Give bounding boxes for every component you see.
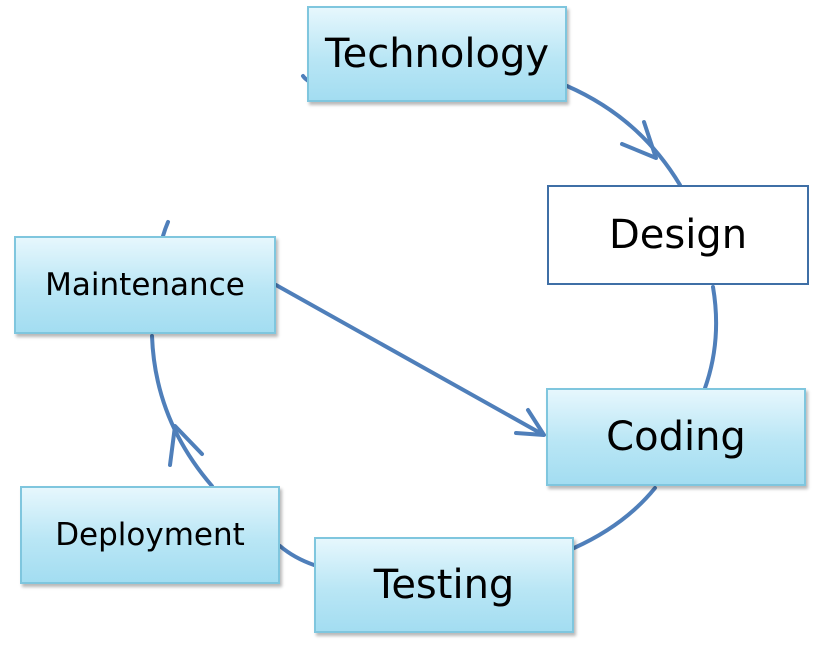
node-deployment: Deployment (20, 486, 280, 584)
arrow-maintenance-to-coding (274, 283, 544, 436)
arc-stub-maintenance-top (161, 220, 170, 238)
arrowhead-deployment-to-maintenance (168, 424, 204, 467)
node-maintenance-label: Maintenance (45, 267, 245, 303)
node-testing-label: Testing (373, 562, 515, 608)
node-technology: Technology (307, 6, 567, 102)
arc-deployment-to-maintenance (150, 334, 214, 488)
arc-testing-to-deployment (278, 544, 316, 567)
node-coding: Coding (546, 388, 806, 486)
node-design: Design (547, 185, 809, 285)
arrowhead-technology-to-design (620, 120, 658, 160)
node-design-label: Design (608, 212, 748, 258)
node-deployment-label: Deployment (55, 517, 245, 553)
node-technology-label: Technology (324, 31, 550, 77)
node-maintenance: Maintenance (14, 236, 276, 334)
arc-technology-to-design (565, 84, 682, 187)
arc-coding-to-testing (572, 486, 657, 550)
node-testing: Testing (314, 537, 574, 633)
arrowhead-maintenance-to-coding (514, 408, 546, 437)
arc-design-to-coding (703, 285, 719, 390)
node-coding-label: Coding (606, 414, 746, 460)
